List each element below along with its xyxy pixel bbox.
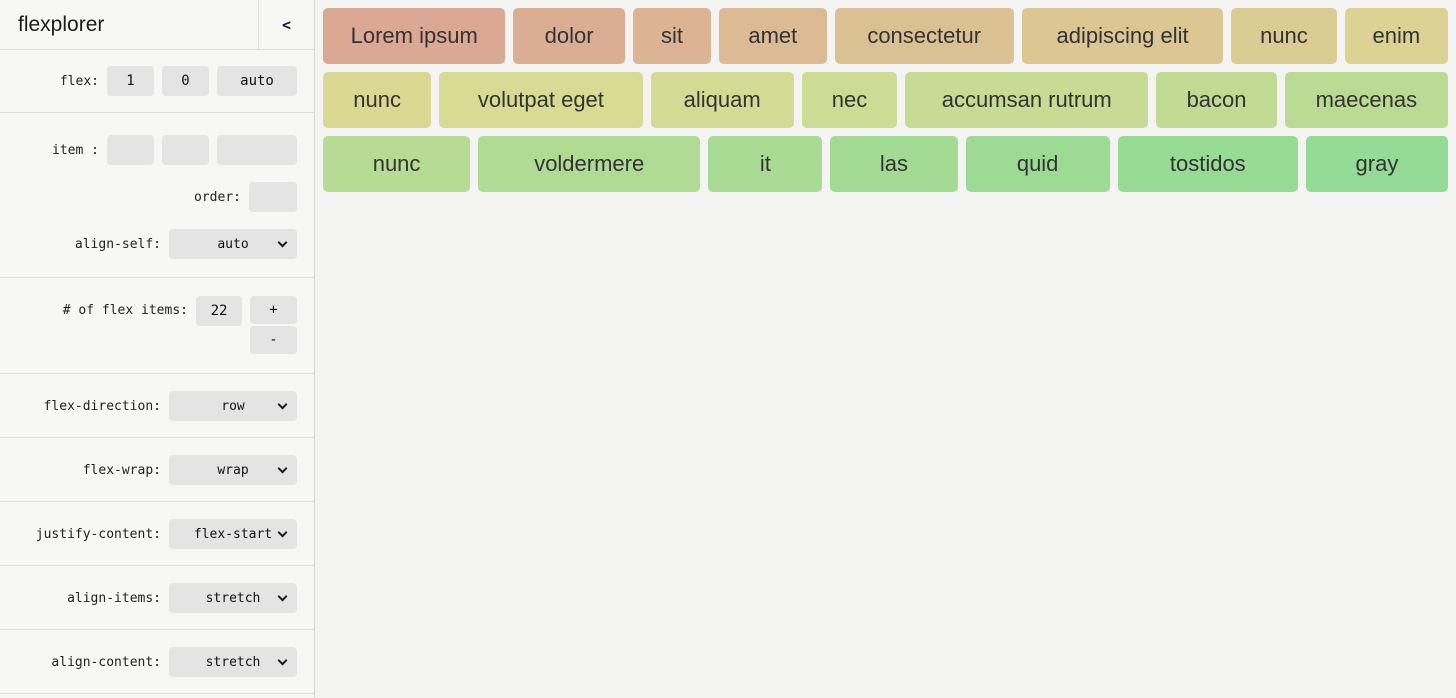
- order-input[interactable]: [249, 182, 297, 212]
- chevron-down-icon: [277, 527, 288, 538]
- flex-item: maecenas: [1284, 72, 1448, 128]
- flex-item: aliquam: [650, 72, 794, 128]
- flex-item: accumsan rutrum: [905, 72, 1149, 128]
- justify-content-label: justify-content:: [35, 526, 161, 542]
- align-self-label: align-self:: [74, 236, 161, 252]
- flex-item: amet: [719, 8, 827, 64]
- chevron-down-icon: [277, 399, 288, 410]
- align-items-label: align-items:: [67, 590, 161, 606]
- flex-item: it: [708, 136, 823, 192]
- item-flex-shrink-input[interactable]: [162, 135, 209, 165]
- count-input[interactable]: [196, 296, 242, 326]
- chevron-down-icon: [277, 237, 288, 248]
- flex-item: nunc: [323, 72, 432, 128]
- flex-item: nunc: [323, 136, 471, 192]
- chevron-down-icon: [277, 655, 288, 666]
- flex-grow-input[interactable]: [107, 66, 154, 96]
- order-label: order:: [194, 189, 241, 205]
- flex-items-count-group: # of flex items: + -: [0, 277, 314, 373]
- align-self-value: auto: [217, 236, 249, 252]
- chevron-down-icon: [277, 591, 288, 602]
- flex-playground: Lorem ipsum dolor sit amet consectetur a…: [315, 0, 1456, 698]
- flex-item: nec: [801, 72, 898, 128]
- sidebar: flexplorer < flex: item : order:: [0, 0, 315, 698]
- flex-item: nunc: [1231, 8, 1337, 64]
- flex-item: voldermere: [478, 136, 701, 192]
- align-content-select[interactable]: stretch: [169, 647, 297, 677]
- align-items-select[interactable]: stretch: [169, 583, 297, 613]
- flex-wrap-select[interactable]: wrap: [169, 455, 297, 485]
- flex-label: flex:: [59, 73, 99, 89]
- flex-item: adipiscing elit: [1021, 8, 1224, 64]
- count-label: # of flex items:: [62, 303, 188, 318]
- item-flex-basis-input[interactable]: [217, 135, 297, 165]
- flex-shorthand-group: flex:: [0, 50, 314, 112]
- chevron-left-icon: <: [281, 15, 292, 34]
- justify-content-value: flex-start: [193, 526, 273, 542]
- flex-item: Lorem ipsum: [323, 8, 506, 64]
- decrement-button[interactable]: -: [250, 326, 297, 354]
- justify-content-group: justify-content: flex-start: [0, 501, 314, 565]
- flex-item: enim: [1344, 8, 1448, 64]
- align-self-select[interactable]: auto: [169, 229, 297, 259]
- flex-item: consectetur: [834, 8, 1014, 64]
- flex-item: dolor: [513, 8, 625, 64]
- count-stepper: + -: [250, 296, 297, 354]
- align-content-label: align-content:: [51, 654, 161, 670]
- align-content-group: align-content: stretch: [0, 629, 314, 694]
- flex-item: sit: [632, 8, 712, 64]
- item-label: item :: [52, 142, 99, 158]
- flex-direction-label: flex-direction:: [43, 398, 161, 414]
- flex-item: tostidos: [1117, 136, 1298, 192]
- flex-direction-select[interactable]: row: [169, 391, 297, 421]
- flex-direction-group: flex-direction: row: [0, 373, 314, 437]
- flex-item: bacon: [1156, 72, 1277, 128]
- flex-item: gray: [1305, 136, 1448, 192]
- justify-content-select[interactable]: flex-start: [169, 519, 297, 549]
- align-items-value: stretch: [205, 590, 261, 606]
- item-properties-group: item : order: align-self: auto: [0, 112, 314, 277]
- flex-wrap-label: flex-wrap:: [82, 462, 161, 478]
- align-content-value: stretch: [205, 654, 261, 670]
- flex-shrink-input[interactable]: [162, 66, 209, 96]
- flex-basis-input[interactable]: [217, 66, 297, 96]
- flex-wrap-group: flex-wrap: wrap: [0, 437, 314, 501]
- flex-item: volutpat eget: [439, 72, 643, 128]
- sidebar-header: flexplorer <: [0, 0, 314, 50]
- align-items-group: align-items: stretch: [0, 565, 314, 629]
- app-title: flexplorer: [18, 12, 105, 36]
- item-flex-grow-input[interactable]: [107, 135, 154, 165]
- flex-wrap-value: wrap: [217, 462, 249, 478]
- increment-button[interactable]: +: [250, 296, 297, 324]
- chevron-down-icon: [277, 463, 288, 474]
- flex-direction-value: row: [221, 398, 245, 414]
- flex-item: las: [830, 136, 958, 192]
- collapse-sidebar-button[interactable]: <: [258, 0, 314, 49]
- flex-item: quid: [965, 136, 1110, 192]
